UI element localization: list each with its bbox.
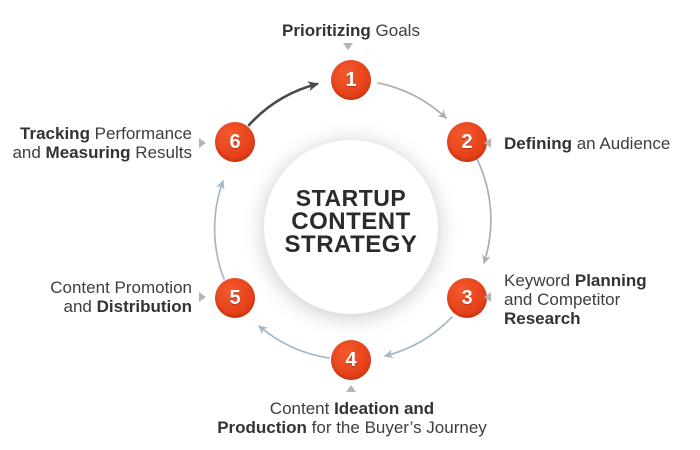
step-2-badge: 2: [447, 122, 487, 162]
step-6-label-line1: Tracking Performance: [20, 124, 192, 143]
arrow-step3-to-step4: [384, 316, 453, 359]
step-3-label-line2: and Competitor: [504, 290, 621, 309]
step-6-badge: 6: [215, 122, 255, 162]
step-6-number: 6: [229, 130, 241, 153]
step-5-badge: 5: [215, 278, 255, 318]
step-2-label-line1: Defining an Audience: [504, 134, 671, 153]
arrow-step1-to-step2: [377, 82, 447, 119]
step-3-label: Keyword Planning and Competitor Research: [504, 271, 694, 328]
pointer-step-2-icon: [484, 138, 491, 148]
center-circle: STARTUP CONTENT STRATEGY: [264, 140, 438, 314]
step-5-label-line2: and Distribution: [63, 297, 192, 316]
step-4-label-line1: Content Ideation and: [269, 399, 435, 418]
arrow-step4-to-step5: [258, 325, 330, 359]
pointer-step-3-icon: [484, 292, 491, 302]
center-title-line3: STRATEGY: [284, 230, 418, 258]
step-6-label-line2: and Measuring Results: [12, 143, 192, 162]
step-1-label: Prioritizing Goals: [251, 21, 451, 40]
center-title: STARTUP CONTENT STRATEGY: [284, 184, 418, 258]
step-2-label: Defining an Audience: [504, 134, 694, 153]
step-1-number: 1: [345, 68, 357, 91]
step-4-badge: 4: [331, 340, 371, 380]
arrow-step6-to-step1: [247, 81, 319, 127]
step-3-label-line1: Keyword Planning: [504, 271, 647, 290]
step-6-label: Tracking Performance and Measuring Resul…: [0, 124, 192, 162]
step-5-label: Content Promotion and Distribution: [0, 278, 192, 316]
center-title-line2: CONTENT: [291, 207, 411, 235]
step-5-label-line1: Content Promotion: [50, 278, 192, 297]
step-3-badge: 3: [447, 278, 487, 318]
step-3-label-line3: Research: [504, 309, 581, 328]
step-4-label-line2: Production for the Buyer’s Journey: [217, 418, 487, 437]
arrow-step5-to-step6: [213, 180, 225, 280]
step-5-number: 5: [229, 286, 241, 309]
step-3-number: 3: [461, 286, 473, 309]
step-2-number: 2: [461, 130, 473, 153]
arrow-step2-to-step3: [476, 158, 492, 264]
step-4-label: Content Ideation and Production for the …: [197, 399, 507, 437]
pointer-step-5-icon: [199, 292, 206, 302]
center-title-line1: STARTUP: [295, 184, 407, 211]
step-4-number: 4: [345, 348, 357, 371]
pointer-step-4-icon: [346, 385, 356, 392]
pointer-step-1-icon: [343, 43, 353, 50]
step-1-label-line1: Prioritizing Goals: [282, 21, 420, 40]
pointer-step-6-icon: [199, 138, 206, 148]
step-1-badge: 1: [331, 60, 371, 100]
